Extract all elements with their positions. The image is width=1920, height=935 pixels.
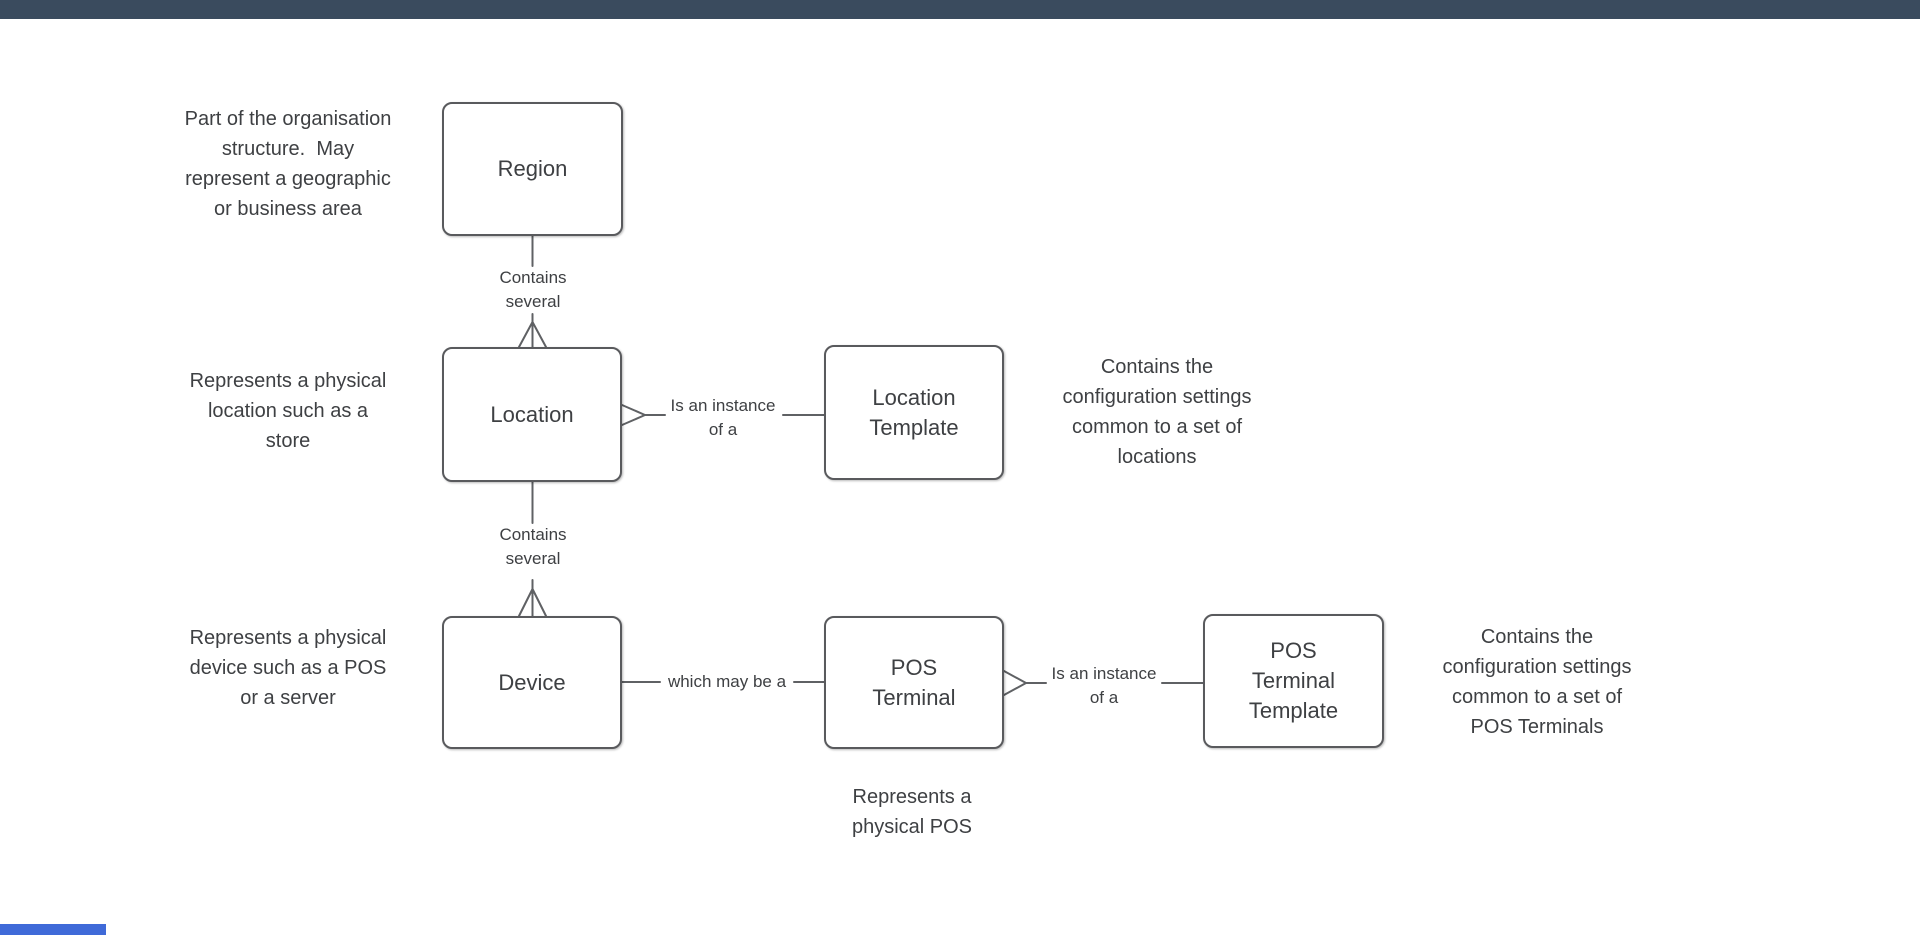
entity-pos-terminal-template[interactable]: POS Terminal Template (1203, 614, 1384, 748)
entity-pos-terminal[interactable]: POS Terminal (824, 616, 1004, 749)
connector-label-contains-several-2: Contains several (499, 525, 567, 568)
entity-region-label: Region (497, 156, 568, 181)
connector-region-location (518, 235, 547, 348)
connector-label-is-an-instance-1: Is an instance of a (670, 396, 776, 439)
connector-pos-terminal-template (1003, 670, 1204, 696)
entity-location[interactable]: Location (442, 347, 622, 482)
entity-pos-terminal-template-label: POS (1270, 638, 1317, 663)
note-location-template: Contains the configuration settings comm… (1062, 356, 1252, 468)
entity-pos-terminal-label: POS (890, 654, 938, 680)
note-location: Represents a physical location such as a… (189, 370, 387, 452)
note-pos-terminal: Represents a physical POS (851, 786, 973, 838)
entity-device-label: Device (498, 669, 566, 695)
entity-location-template[interactable]: Location Template (824, 345, 1004, 480)
connector-location-template (621, 404, 825, 426)
connector-label-is-an-instance-2: Is an instance of a (1051, 664, 1157, 707)
entity-location-template-label: Location (872, 384, 956, 410)
connector-location-device (518, 481, 547, 617)
note-region: Part of the organisation structure. May … (184, 108, 392, 220)
note-pos-terminal-template: Contains the configuration settings comm… (1442, 626, 1632, 738)
app-top-bar (0, 0, 1920, 19)
note-device: Represents a physical device such as a P… (189, 627, 387, 709)
bottom-left-accent-bar (0, 924, 106, 935)
entity-location-label: Location (490, 401, 574, 427)
connector-label-contains-several-1: Contains several (499, 268, 567, 311)
entity-region[interactable]: Region (442, 102, 623, 236)
connector-label-which-may-be-a: which may be a (667, 672, 787, 691)
entity-device[interactable]: Device (442, 616, 622, 749)
